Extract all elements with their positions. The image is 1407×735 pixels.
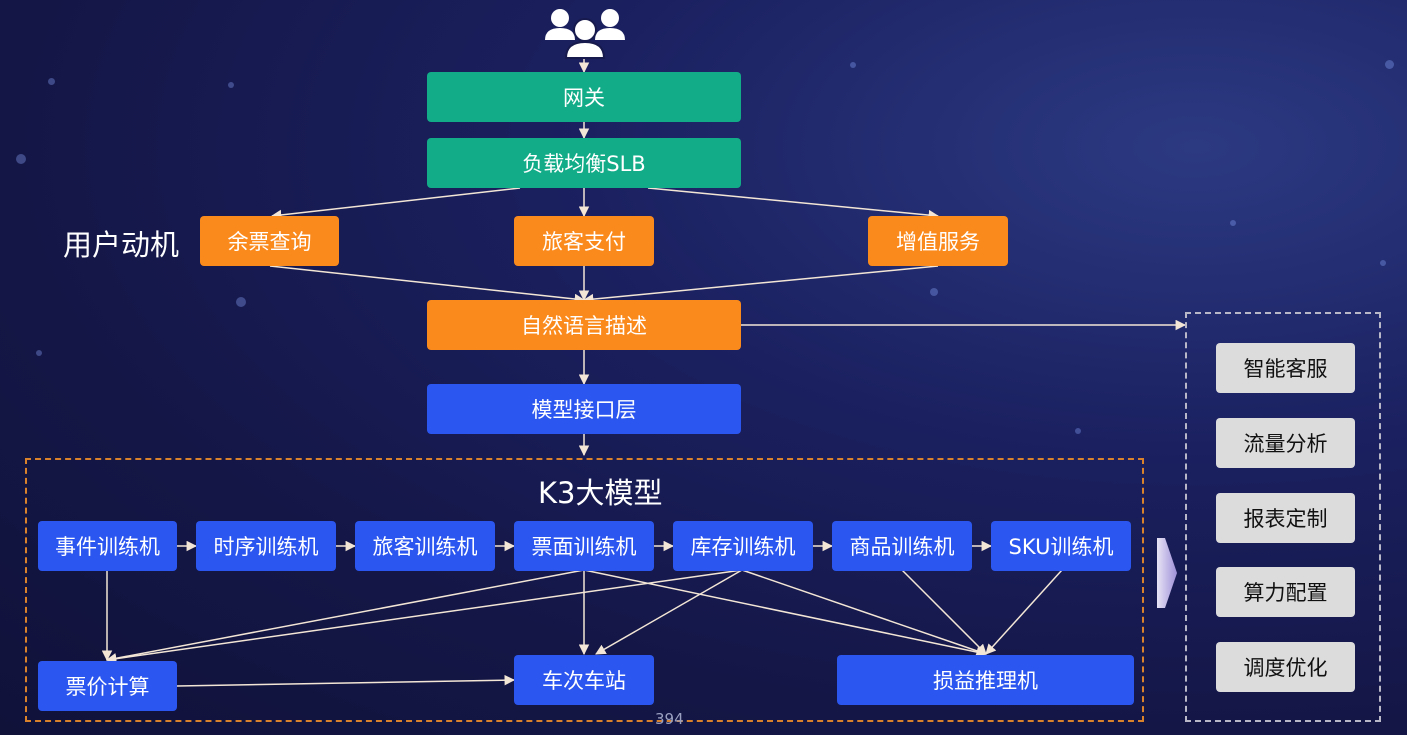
link-ticket-profit	[583, 569, 988, 658]
value-added-box: 增值服务	[868, 216, 1008, 266]
background-dot	[1075, 428, 1081, 434]
link-value-nl	[582, 265, 939, 305]
train-station-box: 车次车站	[514, 655, 654, 705]
trainer-label: 商品训练机	[849, 535, 955, 559]
gateway-box: 网关	[427, 72, 741, 122]
trainer-inventory-box: 库存训练机	[673, 521, 813, 571]
gateway-label: 网关	[563, 86, 605, 110]
background-dot	[36, 350, 42, 356]
passenger-pay-label: 旅客支付	[542, 230, 626, 254]
ticket-query-label: 余票查询	[227, 230, 312, 254]
user-motive-label: 用户动机	[63, 228, 180, 262]
k3-container	[25, 458, 1144, 722]
trainer-event-box: 事件训练机	[38, 521, 177, 571]
link-inventory-station	[595, 569, 743, 655]
background-dot	[930, 288, 938, 296]
background-dot	[48, 78, 55, 85]
app-item: 报表定制	[1216, 493, 1355, 543]
link-sku-profit	[985, 569, 1063, 655]
app-item-label: 流量分析	[1243, 432, 1328, 456]
background-dot	[16, 154, 26, 164]
train-station-label: 车次车站	[542, 669, 626, 693]
trainer-label: 事件训练机	[55, 535, 160, 559]
trainer-label: 库存训练机	[690, 535, 796, 559]
link-query-nl	[269, 265, 586, 305]
app-item-label: 调度优化	[1243, 656, 1328, 680]
chevron-right-icon	[1157, 538, 1177, 608]
fare-calc-box: 票价计算	[38, 661, 177, 711]
app-item: 智能客服	[1216, 343, 1355, 393]
model-api-label: 模型接口层	[531, 398, 637, 422]
link-slb-query	[270, 187, 521, 221]
trainer-goods-box: 商品训练机	[832, 521, 972, 571]
background-dot	[1230, 220, 1236, 226]
nl-desc-box: 自然语言描述	[427, 300, 741, 350]
k3-title: K3大模型	[538, 476, 663, 510]
app-item-label: 算力配置	[1243, 581, 1328, 605]
app-item-label: 报表定制	[1243, 507, 1328, 531]
app-item: 流量分析	[1216, 418, 1355, 468]
link-goods-profit	[901, 569, 987, 655]
link-inventory-fare	[105, 569, 743, 664]
model-api-box: 模型接口层	[427, 384, 741, 434]
trainer-label: 票面训练机	[531, 535, 637, 559]
passenger-pay-box: 旅客支付	[514, 216, 654, 266]
link-fare-station	[176, 674, 516, 687]
page-number: 394	[655, 710, 684, 728]
trainer-label: 时序训练机	[213, 535, 319, 559]
trainer-timeseries-box: 时序训练机	[196, 521, 336, 571]
apps-panel	[1185, 312, 1381, 722]
background-dot	[1385, 60, 1394, 69]
trainer-ticket-box: 票面训练机	[514, 521, 654, 571]
nl-desc-label: 自然语言描述	[521, 314, 647, 338]
link-slb-value	[647, 187, 940, 221]
trainer-label: 旅客训练机	[372, 535, 478, 559]
app-item: 算力配置	[1216, 567, 1355, 617]
ticket-query-box: 余票查询	[200, 216, 339, 266]
slb-box: 负载均衡SLB	[427, 138, 741, 188]
profit-infer-box: 损益推理机	[837, 655, 1134, 705]
background-dot	[1380, 260, 1386, 266]
app-item: 调度优化	[1216, 642, 1355, 692]
value-added-label: 增值服务	[896, 230, 980, 254]
trainer-sku-box: SKU训练机	[991, 521, 1131, 571]
background-dot	[850, 62, 856, 68]
users-group-icon	[545, 9, 625, 59]
trainer-passenger-box: 旅客训练机	[355, 521, 495, 571]
profit-infer-label: 损益推理机	[933, 669, 1038, 693]
link-ticket-fare	[105, 569, 585, 664]
slb-label: 负载均衡SLB	[522, 152, 646, 176]
trainer-label: SKU训练机	[1008, 535, 1114, 559]
background-dot	[228, 82, 234, 88]
fare-calc-label: 票价计算	[65, 675, 150, 699]
app-item-label: 智能客服	[1243, 357, 1328, 381]
background-dot	[236, 297, 246, 307]
link-inventory-profit	[741, 569, 987, 656]
